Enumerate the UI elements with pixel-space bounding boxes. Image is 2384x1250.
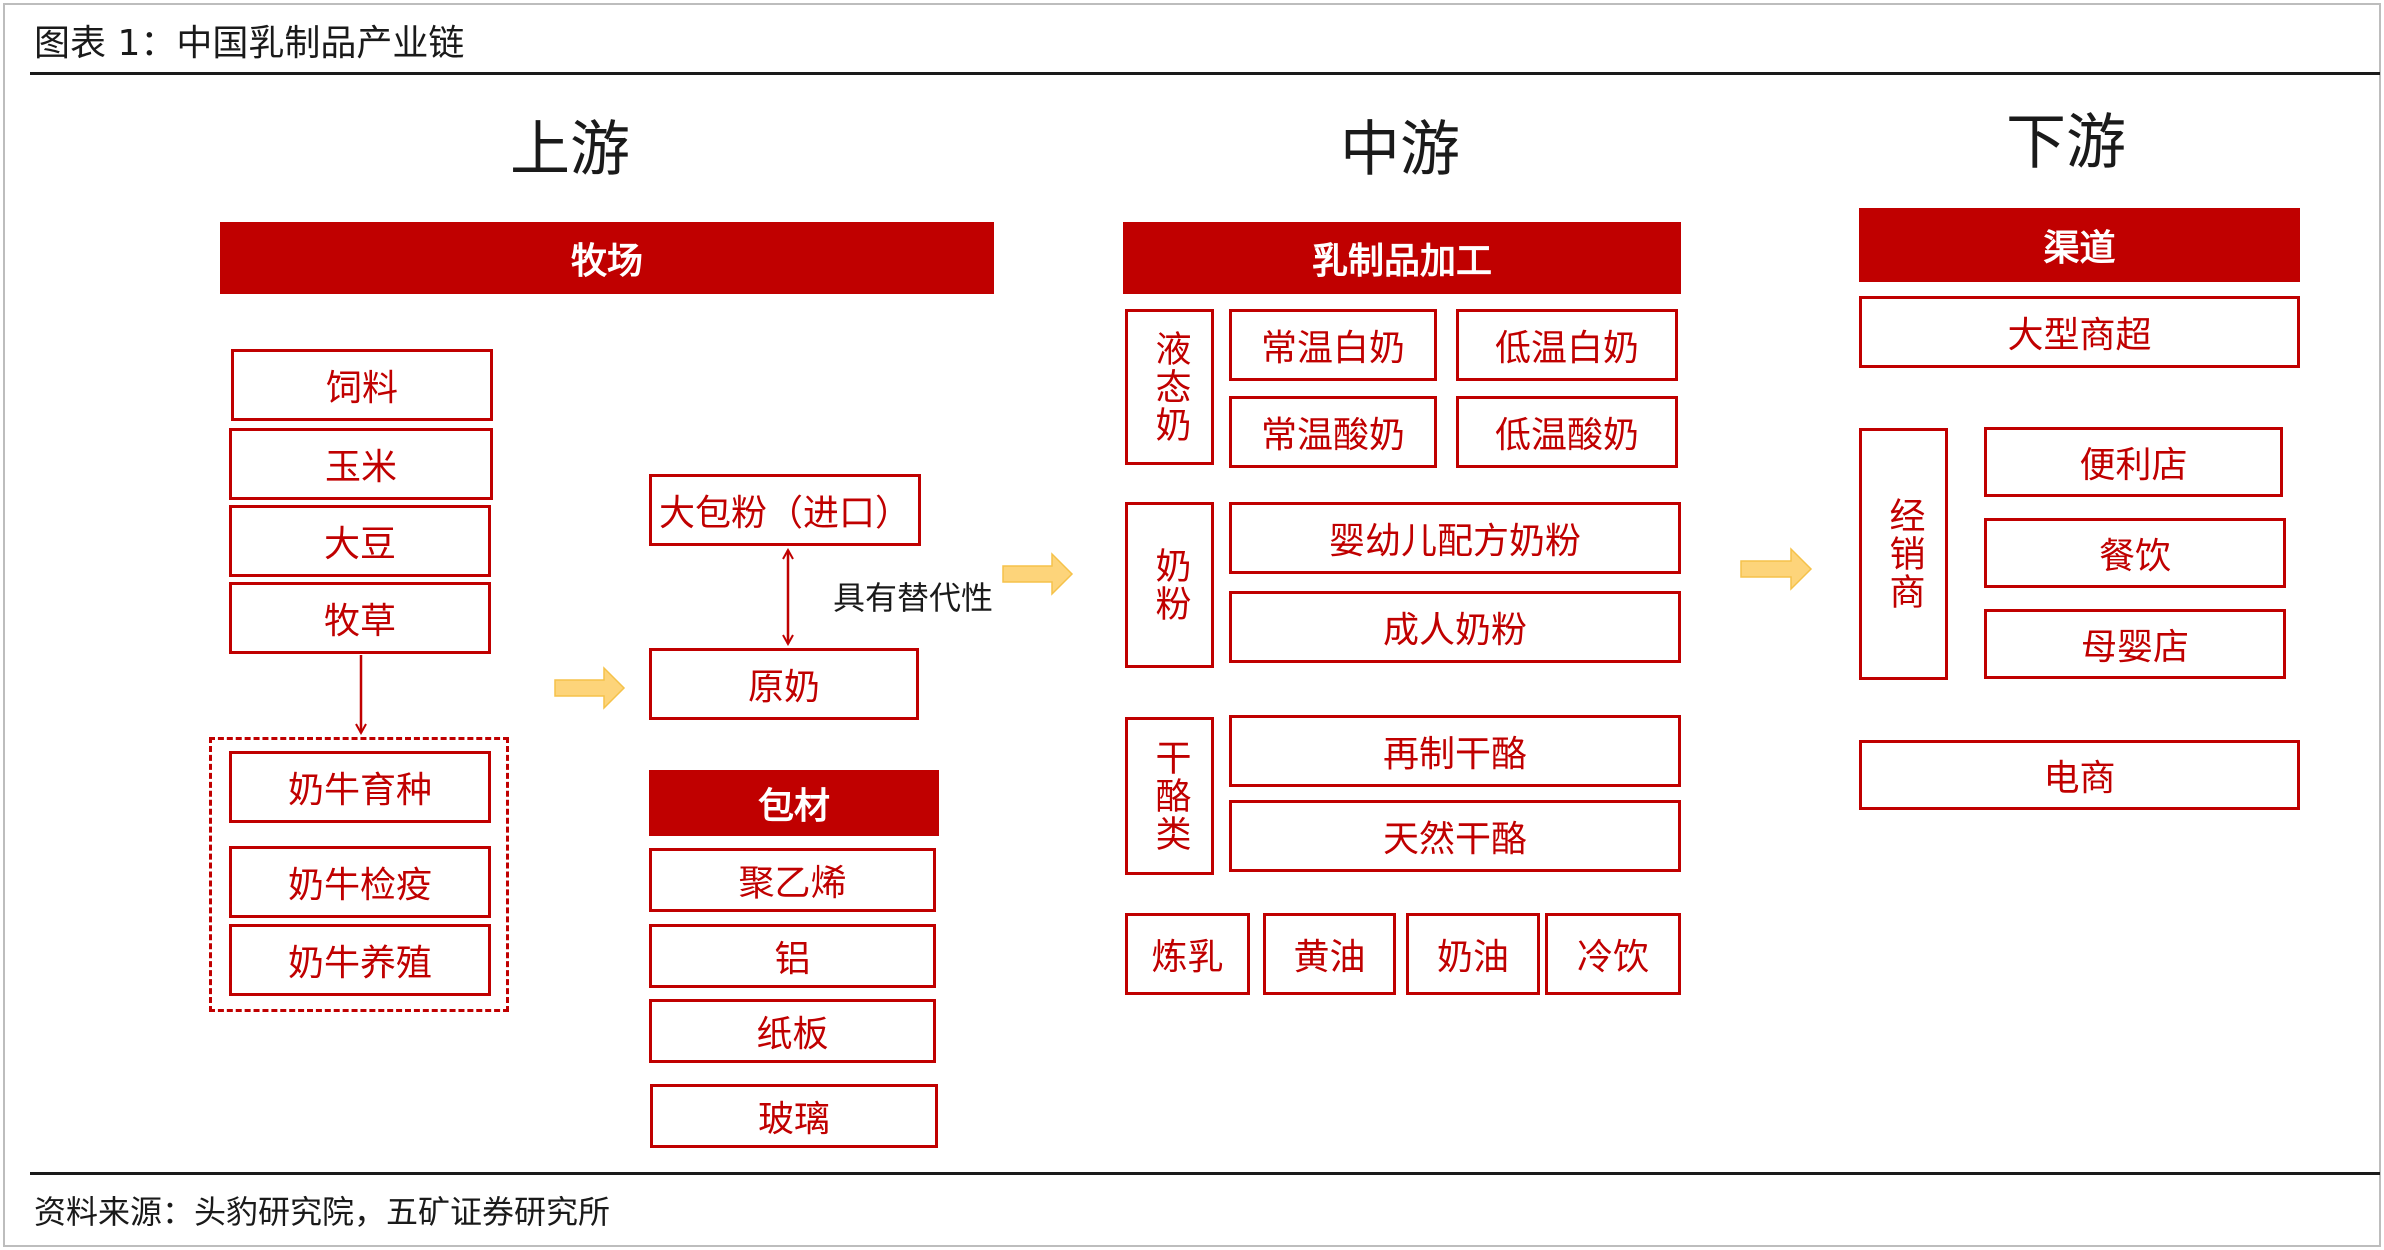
node-maternity-store: 母婴店	[1984, 609, 2286, 679]
node-forage: 牧草	[229, 582, 491, 654]
group-dairy-cattle	[209, 737, 509, 1012]
category-cheese: 干酪类	[1125, 717, 1214, 875]
source-rule	[30, 1172, 2380, 1175]
flow-arrow-midstream	[1002, 552, 1074, 596]
node-aluminum: 铝	[649, 924, 936, 988]
node-adult-milk-powder: 成人奶粉	[1229, 591, 1681, 663]
category-liquid-milk: 液态奶	[1125, 309, 1214, 465]
figure-caption: 图表 1：中国乳制品产业链	[34, 23, 465, 64]
node-chilled-yogurt: 低温酸奶	[1456, 396, 1678, 468]
figure-frame	[3, 3, 2381, 1247]
substitute-note: 具有替代性	[833, 579, 994, 617]
node-glass: 玻璃	[650, 1084, 938, 1148]
node-infant-formula: 婴幼儿配方奶粉	[1229, 502, 1681, 574]
node-polyethylene: 聚乙烯	[649, 848, 936, 912]
category-milk-powder: 奶粉	[1125, 502, 1214, 668]
figure-source: 资料来源：头豹研究院，五矿证券研究所	[34, 1193, 611, 1231]
node-cattle-breeding: 奶牛育种	[229, 751, 491, 823]
node-ambient-yogurt: 常温酸奶	[1229, 396, 1437, 468]
band-ranch: 牧场	[220, 222, 994, 294]
node-ambient-white-milk: 常温白奶	[1229, 309, 1437, 381]
node-cattle-raising: 奶牛养殖	[229, 924, 491, 996]
band-packaging: 包材	[649, 770, 939, 836]
node-cream: 奶油	[1406, 913, 1540, 995]
node-condensed-milk: 炼乳	[1125, 913, 1250, 995]
node-supermarket: 大型商超	[1859, 296, 2300, 368]
flow-arrow-upstream	[554, 666, 626, 710]
category-distributor: 经销商	[1859, 428, 1948, 680]
node-butter: 黄油	[1263, 913, 1396, 995]
node-paperboard: 纸板	[649, 999, 936, 1063]
node-raw-milk: 原奶	[649, 648, 919, 720]
node-feed: 饲料	[231, 349, 493, 421]
caption-rule	[30, 72, 2380, 75]
node-corn: 玉米	[229, 428, 493, 500]
node-soybean: 大豆	[229, 505, 491, 577]
stage-title-upstream: 上游	[510, 115, 630, 185]
node-natural-cheese: 天然干酪	[1229, 800, 1681, 872]
node-catering: 餐饮	[1984, 518, 2286, 588]
node-bulk-milk-powder: 大包粉（进口）	[649, 474, 921, 546]
flow-arrow-downstream	[1740, 547, 1813, 591]
node-ecommerce: 电商	[1859, 740, 2300, 810]
node-chilled-white-milk: 低温白奶	[1456, 309, 1678, 381]
stage-title-midstream: 中游	[1340, 115, 1460, 185]
node-processed-cheese: 再制干酪	[1229, 715, 1681, 787]
stage-title-downstream: 下游	[2006, 108, 2126, 178]
node-cattle-quarantine: 奶牛检疫	[229, 846, 491, 918]
node-frozen-dessert: 冷饮	[1545, 913, 1681, 995]
band-channel: 渠道	[1859, 208, 2300, 282]
node-convenience-store: 便利店	[1984, 427, 2283, 497]
band-dairy-processing: 乳制品加工	[1123, 222, 1681, 294]
